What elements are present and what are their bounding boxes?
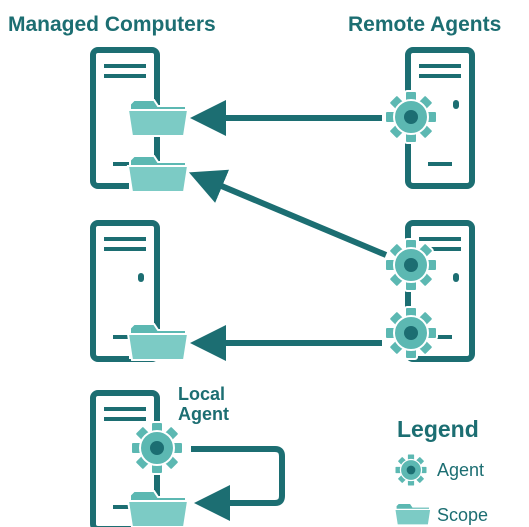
local-agent-label-line2: Agent [178, 404, 229, 424]
scope-folder-3 [127, 323, 189, 361]
legend-agent-label: Agent [437, 460, 484, 480]
arrow-local-agent-loop [191, 446, 285, 521]
legend-scope-label: Scope [437, 505, 488, 525]
local-agent-gear [130, 421, 184, 475]
remote-agents-header: Remote Agents [348, 13, 501, 36]
remote-agent-gear-3 [384, 306, 438, 360]
arrow-remote2-to-scope2 [188, 169, 388, 258]
legend-title: Legend [397, 416, 479, 442]
legend-folder-icon [394, 502, 432, 526]
local-agent-label-line1: Local [178, 384, 225, 404]
managed-computers-header: Managed Computers [8, 13, 216, 36]
scope-folder-2 [127, 155, 189, 193]
remote-agent-gear-2 [384, 238, 438, 292]
legend-gear-icon [394, 453, 428, 487]
remote-agent-gear-1 [384, 90, 438, 144]
scope-folder-1 [127, 99, 189, 137]
scope-folder-4 [127, 490, 189, 527]
